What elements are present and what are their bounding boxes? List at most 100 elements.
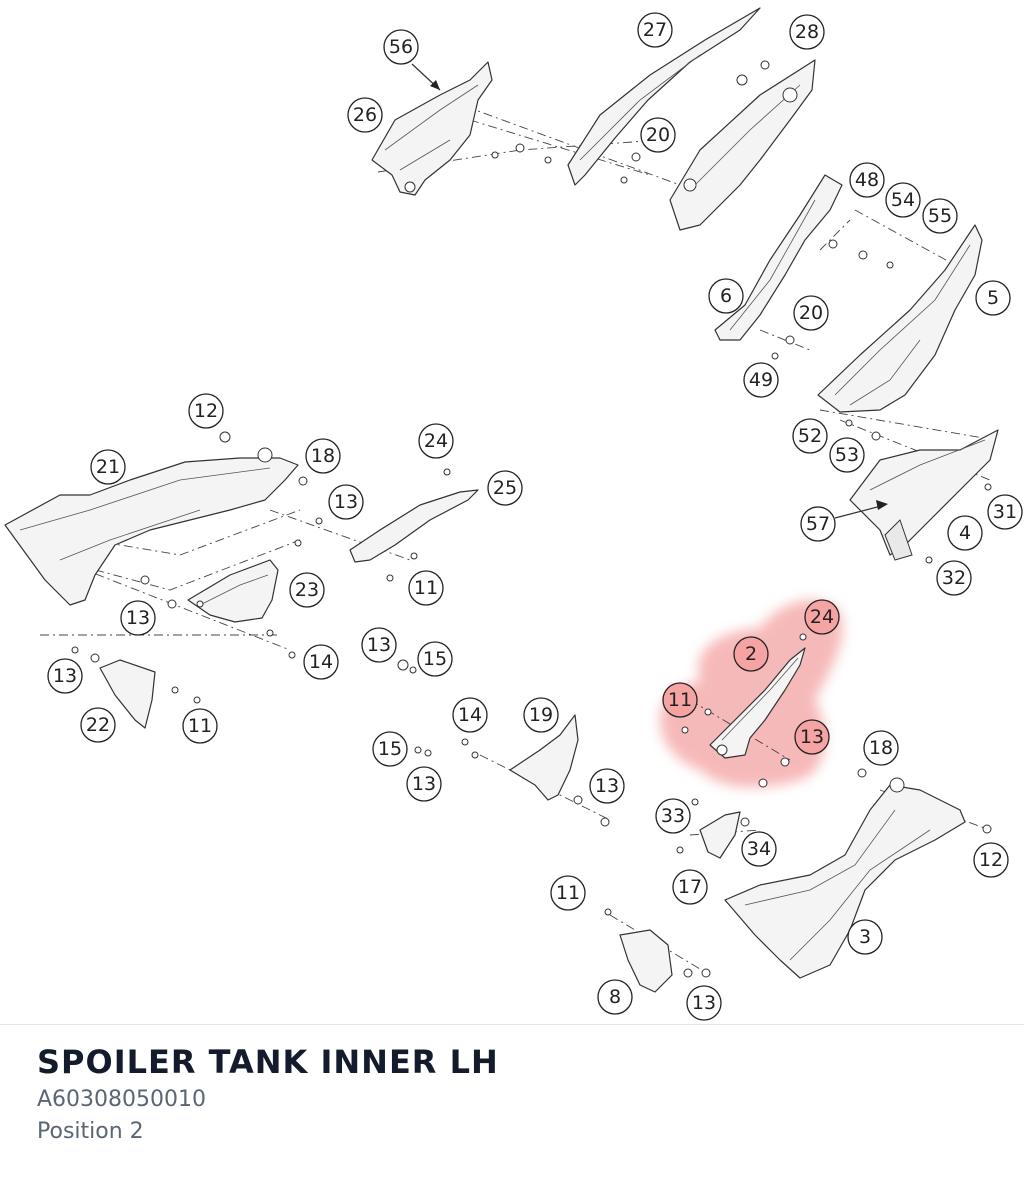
part-28 — [669, 59, 816, 231]
svg-text:54: 54 — [891, 189, 915, 211]
position-label: Position 2 — [37, 1119, 144, 1144]
exploded-parts-diagram: 56 26 27 28 20 48 54 55 6 5 20 49 52 53 … — [4, 7, 1023, 1021]
svg-text:2: 2 — [745, 643, 757, 665]
separator — [0, 1024, 1024, 1025]
svg-text:20: 20 — [646, 124, 670, 146]
caption: SPOILER TANK INNER LH A60308050010 Posit… — [37, 1040, 499, 1148]
svg-text:49: 49 — [749, 369, 773, 391]
callout-21[interactable]: 21 — [90, 449, 126, 485]
callout-24-left[interactable]: 24 — [418, 423, 454, 459]
callout-22[interactable]: 22 — [80, 707, 116, 743]
callout-49[interactable]: 49 — [743, 362, 779, 398]
callout-26[interactable]: 26 — [347, 97, 383, 133]
callout-57[interactable]: 57 — [800, 506, 836, 542]
callout-53[interactable]: 53 — [829, 437, 865, 473]
svg-text:20: 20 — [799, 302, 823, 324]
svg-text:19: 19 — [529, 704, 553, 726]
svg-text:56: 56 — [389, 36, 413, 58]
callout-27[interactable]: 27 — [637, 12, 673, 48]
part-4 — [849, 429, 999, 561]
callout-19[interactable]: 19 — [523, 697, 559, 733]
callout-13-a[interactable]: 13 — [328, 484, 364, 520]
callout-13-highlighted[interactable]: 13 — [794, 719, 830, 755]
assembly-lines — [29, 99, 996, 976]
callout-13-b[interactable]: 13 — [120, 600, 156, 636]
callout-15-b[interactable]: 15 — [372, 731, 408, 767]
part-title: SPOILER TANK INNER LH — [37, 1043, 499, 1081]
part-27 — [567, 7, 761, 186]
svg-text:27: 27 — [643, 19, 667, 41]
svg-text:13: 13 — [800, 726, 824, 748]
callout-3[interactable]: 3 — [847, 919, 883, 955]
callout-54[interactable]: 54 — [885, 182, 921, 218]
callout-25[interactable]: 25 — [487, 470, 523, 506]
callout-52[interactable]: 52 — [792, 418, 828, 454]
callout-24-highlighted[interactable]: 24 — [804, 599, 840, 635]
part-5 — [817, 224, 983, 413]
callout-28[interactable]: 28 — [789, 14, 825, 50]
callout-23[interactable]: 23 — [289, 572, 325, 608]
svg-text:5: 5 — [987, 287, 999, 309]
callout-55[interactable]: 55 — [922, 198, 958, 234]
callout-11-b[interactable]: 11 — [182, 708, 218, 744]
svg-text:14: 14 — [309, 651, 333, 673]
part-2-spoiler-tank-inner-lh — [681, 633, 807, 788]
part-23 — [187, 559, 279, 623]
svg-text:25: 25 — [493, 477, 517, 499]
callout-8[interactable]: 8 — [597, 979, 633, 1015]
callout-56[interactable]: 56 — [383, 29, 419, 65]
callout-31[interactable]: 31 — [987, 494, 1023, 530]
callout-48[interactable]: 48 — [849, 162, 885, 198]
svg-text:22: 22 — [86, 714, 110, 736]
callout-14-b[interactable]: 14 — [452, 697, 488, 733]
callout-11-a[interactable]: 11 — [408, 570, 444, 606]
leader-arrows — [411, 63, 888, 519]
svg-text:14: 14 — [458, 704, 482, 726]
svg-text:6: 6 — [720, 285, 732, 307]
part-22 — [99, 659, 156, 729]
svg-text:13: 13 — [692, 992, 716, 1014]
callout-11-highlighted[interactable]: 11 — [662, 682, 698, 718]
part-21 — [4, 447, 299, 606]
callout-14-a[interactable]: 14 — [303, 644, 339, 680]
callout-18-left[interactable]: 18 — [305, 438, 341, 474]
callout-32[interactable]: 32 — [936, 560, 972, 596]
callout-13-c[interactable]: 13 — [361, 627, 397, 663]
svg-text:13: 13 — [595, 775, 619, 797]
svg-text:11: 11 — [188, 715, 212, 737]
svg-text:17: 17 — [678, 876, 702, 898]
svg-text:12: 12 — [979, 849, 1003, 871]
callout-2-highlighted[interactable]: 2 — [733, 636, 769, 672]
callout-17[interactable]: 17 — [672, 869, 708, 905]
svg-text:57: 57 — [806, 513, 830, 535]
svg-text:13: 13 — [126, 607, 150, 629]
svg-text:55: 55 — [928, 205, 952, 227]
svg-text:8: 8 — [609, 986, 621, 1008]
svg-text:31: 31 — [993, 501, 1017, 523]
callout-4[interactable]: 4 — [947, 515, 983, 551]
svg-text:26: 26 — [353, 104, 377, 126]
part-6 — [714, 174, 843, 341]
svg-text:11: 11 — [668, 689, 692, 711]
svg-text:32: 32 — [942, 567, 966, 589]
svg-text:15: 15 — [423, 648, 447, 670]
callout-11-d[interactable]: 11 — [550, 875, 586, 911]
callout-13-e[interactable]: 13 — [406, 766, 442, 802]
callout-15-a[interactable]: 15 — [417, 641, 453, 677]
callout-12-left[interactable]: 12 — [188, 393, 224, 429]
callout-5[interactable]: 5 — [975, 280, 1011, 316]
callout-13-h[interactable]: 13 — [686, 985, 722, 1021]
svg-text:3: 3 — [859, 926, 871, 948]
callout-12-right[interactable]: 12 — [973, 842, 1009, 878]
callout-33[interactable]: 33 — [655, 798, 691, 834]
callout-13-d[interactable]: 13 — [47, 658, 83, 694]
callout-18-right[interactable]: 18 — [863, 730, 899, 766]
callout-34[interactable]: 34 — [741, 831, 777, 867]
part-8 — [619, 929, 673, 993]
callout-20-mid[interactable]: 20 — [793, 295, 829, 331]
svg-text:11: 11 — [556, 882, 580, 904]
callout-13-f[interactable]: 13 — [589, 768, 625, 804]
svg-text:53: 53 — [835, 444, 859, 466]
callout-20-top[interactable]: 20 — [640, 117, 676, 153]
callout-6[interactable]: 6 — [708, 278, 744, 314]
